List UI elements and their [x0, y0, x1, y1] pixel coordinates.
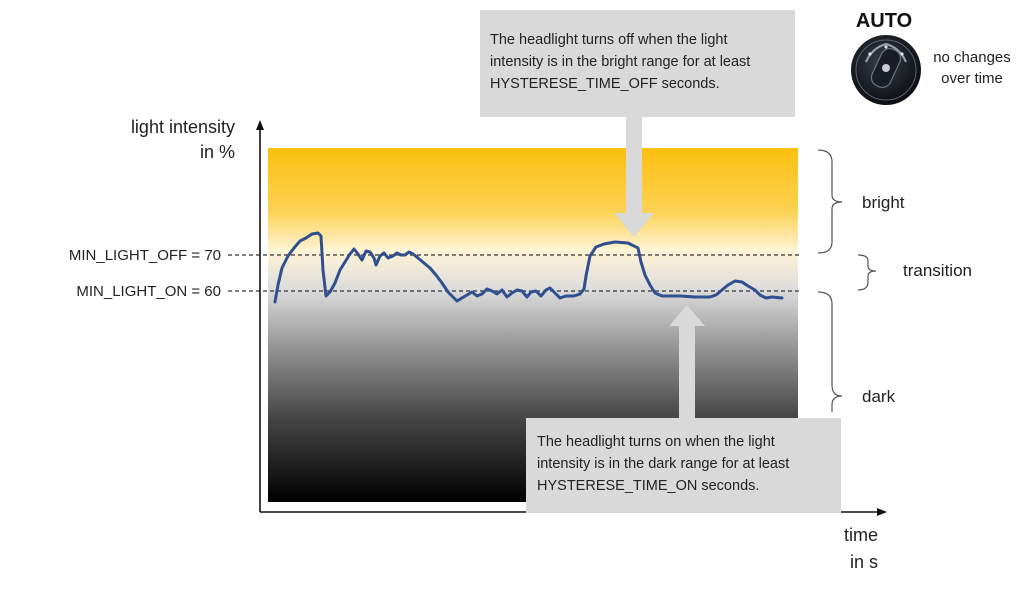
callout-off-line2: intensity is in the bright range for at …	[490, 54, 750, 70]
threshold-label-on: MIN_LIGHT_ON = 60	[76, 283, 221, 300]
callout-off-line1: The headlight turns off when the light	[490, 32, 728, 48]
callout-off-box	[480, 10, 795, 117]
range-label-dark: dark	[862, 387, 896, 406]
callout-on-line3: HYSTERESE_TIME_ON seconds.	[537, 478, 759, 494]
light-switch-knob-icon	[851, 35, 921, 105]
callout-on-line2: intensity is in the dark range for at le…	[537, 456, 789, 472]
y-axis-label-line1: light intensity	[131, 117, 235, 137]
range-label-transition: transition	[903, 261, 972, 280]
brace-dark	[817, 291, 843, 412]
y-axis-arrow	[256, 120, 264, 130]
threshold-label-off: MIN_LIGHT_OFF = 70	[69, 247, 221, 264]
intensity-curve	[273, 231, 784, 304]
callout-off-line3: HYSTERESE_TIME_OFF seconds.	[490, 76, 720, 92]
callout-off-arrow	[614, 117, 654, 237]
auto-switch-note-line1: no changes	[933, 49, 1011, 66]
auto-switch-note-line2: over time	[941, 70, 1003, 87]
range-label-bright: bright	[862, 193, 905, 212]
auto-switch-title: AUTO	[856, 10, 912, 32]
y-axis-label-line2: in %	[200, 142, 235, 162]
brace-bright	[817, 149, 843, 254]
x-axis-label-line1: time	[844, 525, 878, 545]
x-axis-label-line2: in s	[850, 552, 878, 572]
callout-on-box	[526, 418, 841, 513]
callout-on-arrow	[669, 305, 705, 418]
callout-on-line1: The headlight turns on when the light	[537, 434, 775, 450]
brace-transition	[857, 254, 877, 291]
x-axis-arrow	[877, 508, 887, 516]
